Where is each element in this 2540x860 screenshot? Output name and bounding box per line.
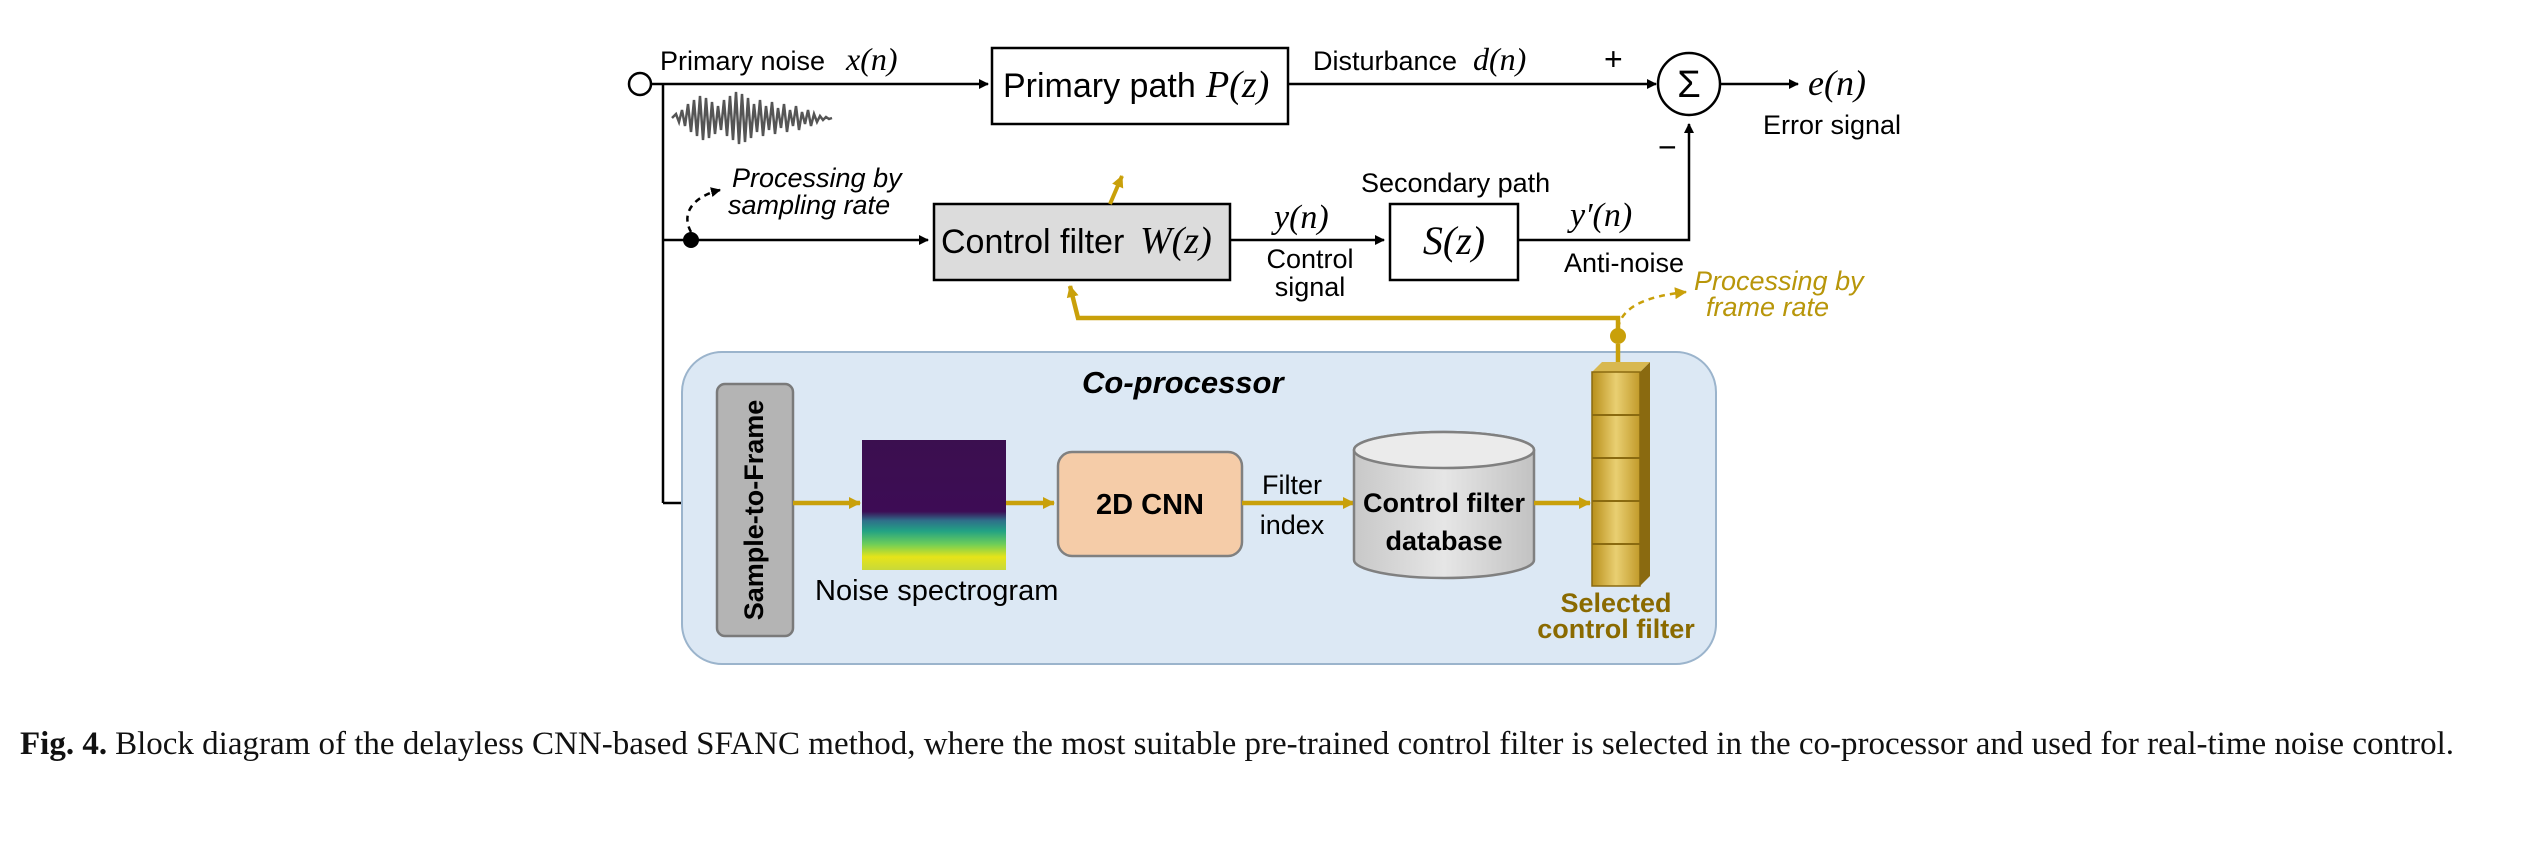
secondary-path-symbol: S(z) <box>1423 218 1485 263</box>
primary-noise-label: Primary noise <box>660 46 825 76</box>
block-diagram: Primary noise x(n) Primary path P(z) Dis… <box>627 41 1901 665</box>
cnn-label: 2D CNN <box>1096 489 1204 521</box>
secondary-path-block <box>1388 202 1520 282</box>
processing-frame-label-1: Processing by <box>1694 266 1865 296</box>
minus-sign: − <box>1658 129 1677 165</box>
primary-path-block <box>990 46 1290 126</box>
error-symbol: e(n) <box>1808 63 1866 103</box>
primary-path-label: Primary path <box>1003 67 1196 105</box>
processing-sampling-label-2: sampling rate <box>728 190 890 220</box>
disturbance-symbol: d(n) <box>1473 41 1526 77</box>
sum-symbol: Σ <box>1677 64 1701 106</box>
frame-node <box>1610 328 1626 344</box>
caption-label: Fig. 4. <box>20 726 108 762</box>
caption-text: Block diagram of the delayless CNN-based… <box>115 726 2455 762</box>
input-node <box>627 71 653 97</box>
filter-index-label-2: index <box>1260 510 1325 540</box>
anti-noise-label: Anti-noise <box>1564 248 1684 278</box>
processing-sampling-label-1: Processing by <box>732 163 903 193</box>
selected-filter-label-1: Selected <box>1560 588 1671 618</box>
branch-node <box>683 232 699 248</box>
secondary-path-label: Secondary path <box>1361 168 1550 198</box>
figure-caption: Fig. 4.Block diagram of the delayless CN… <box>20 722 2520 766</box>
control-filter-label: Control filter <box>941 223 1124 261</box>
noise-spectrogram-image <box>862 440 1006 570</box>
sample-to-frame-block <box>715 382 795 638</box>
plus-sign: + <box>1604 41 1623 77</box>
primary-path-symbol: P(z) <box>1205 64 1269 106</box>
y-symbol: y(n) <box>1271 199 1329 236</box>
selected-filter-column <box>1591 362 1650 587</box>
disturbance-label: Disturbance <box>1313 46 1457 76</box>
y-prime-symbol: y′(n) <box>1567 197 1632 234</box>
control-signal-label-2: signal <box>1275 272 1346 302</box>
processing-frame-label-2: frame rate <box>1706 292 1829 322</box>
coprocessor-title: Co-processor <box>1082 365 1285 400</box>
sample-to-frame-label: Sample-to-Frame <box>739 400 769 621</box>
primary-noise-symbol: x(n) <box>845 41 898 77</box>
control-signal-label-1: Control <box>1266 244 1353 274</box>
noise-spectrogram-label: Noise spectrogram <box>815 575 1058 607</box>
selected-filter-label-2: control filter <box>1537 614 1695 644</box>
database-label-2: database <box>1385 526 1502 556</box>
control-filter-block <box>932 202 1232 282</box>
error-signal-label: Error signal <box>1763 110 1901 140</box>
filter-index-label-1: Filter <box>1262 470 1322 500</box>
noise-waveform-icon <box>671 91 833 145</box>
database-label-1: Control filter <box>1363 488 1525 518</box>
control-filter-symbol: W(z) <box>1140 220 1212 262</box>
